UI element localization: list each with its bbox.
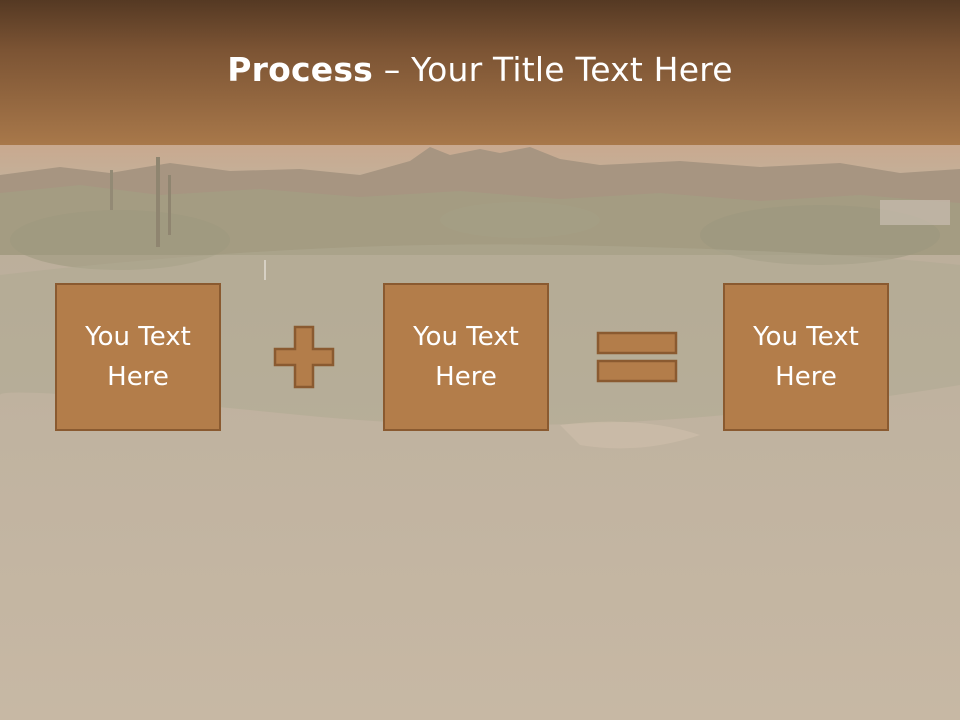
title-rest: – Your Title Text Here — [373, 50, 733, 89]
process-result-line2: Here — [775, 362, 837, 392]
title-bar: Process – Your Title Text Here — [0, 0, 960, 145]
plus-icon — [273, 325, 335, 389]
equals-icon — [596, 331, 678, 383]
slide-title[interactable]: Process – Your Title Text Here — [227, 50, 733, 89]
title-bold: Process — [227, 50, 374, 89]
process-result-line1: You Text — [753, 322, 859, 352]
process-step-2-line1: You Text — [413, 322, 519, 352]
process-step-2-line2: Here — [435, 362, 497, 392]
process-step-1-line1: You Text — [85, 322, 191, 352]
process-step-1-line2: Here — [107, 362, 169, 392]
background-landscape-image — [0, 145, 960, 720]
